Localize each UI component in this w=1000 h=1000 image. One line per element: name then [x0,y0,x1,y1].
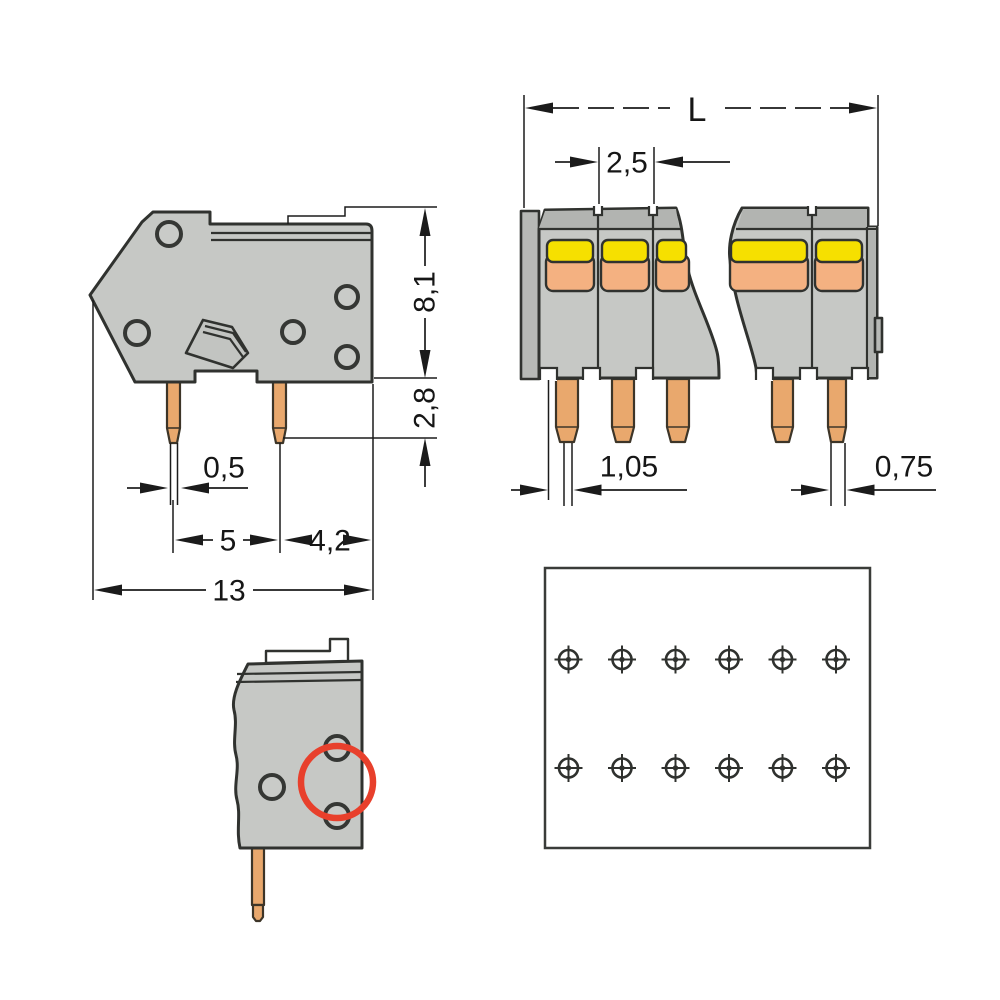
push-button-2 [600,238,650,264]
detail-pin-tip [251,903,265,923]
dimension-8-1: 8,1 [409,208,442,378]
dimension-2-8: 2,8 [409,387,442,487]
detail-housing [231,659,364,850]
push-button-1 [545,238,595,264]
side-profile-view: 8,1 2,8 0,5 5 4,2 [88,206,442,608]
side-latch-tab [873,316,884,354]
solder-pin-left [165,378,182,445]
dimension-1-05: 1,05 [511,451,687,496]
pole-group-right [728,206,879,380]
front-view: L 2,5 1,05 0,75 [511,91,936,506]
dimension-5: 5 [175,525,278,558]
dimension-0-75: 0,75 [791,451,936,496]
front-pins [554,377,848,444]
hole-right-top [334,284,360,310]
dim-label-8-1: 8,1 [409,271,442,313]
front-pin-2 [610,377,636,444]
red-highlight-circle [297,742,377,822]
dim-label-L: L [688,91,707,129]
pole-group-left [537,206,721,380]
footprint-view [543,566,872,850]
detail-pin [250,846,266,907]
cap-band-left [539,209,679,228]
detail-hole-left [258,773,286,801]
wedge-inner-line-2 [202,330,244,358]
front-pin-5 [826,377,848,444]
dim-label-2-5: 2,5 [606,147,648,180]
cap-band-right [737,209,876,229]
solder-pin-right [271,378,288,445]
top-tab-outline [287,206,437,224]
front-pin-4 [770,377,795,444]
wedge-inner-line-1 [204,324,247,353]
front-pin-1 [554,377,580,444]
end-plate-left [519,209,541,381]
detail-top-tab [264,637,350,665]
dimension-13: 13 [94,575,372,608]
front-pin-3 [665,377,691,444]
dim-label-1-05: 1,05 [600,451,658,484]
dimension-2-5: 2,5 [555,147,730,204]
hole-right-bottom [334,344,360,370]
dim-label-5: 5 [220,525,237,558]
dimension-0-5: 0,5 [127,452,248,494]
hole-mid-left [123,319,151,347]
dim-label-2-8: 2,8 [409,387,442,429]
dimension-L: L [523,91,879,226]
end-strip-right [868,230,876,377]
footprint-board-outline [543,566,872,850]
push-button-5 [814,238,864,264]
push-button-3 [655,238,688,264]
push-button-4 [729,238,809,264]
hole-top-left [155,220,183,248]
detail-view [231,637,377,923]
hole-center [280,319,306,345]
dim-label-0-75: 0,75 [875,451,933,484]
dimension-4-2: 4,2 [284,525,371,558]
dim-label-0-5: 0,5 [203,452,245,485]
dim-label-13: 13 [212,575,245,608]
